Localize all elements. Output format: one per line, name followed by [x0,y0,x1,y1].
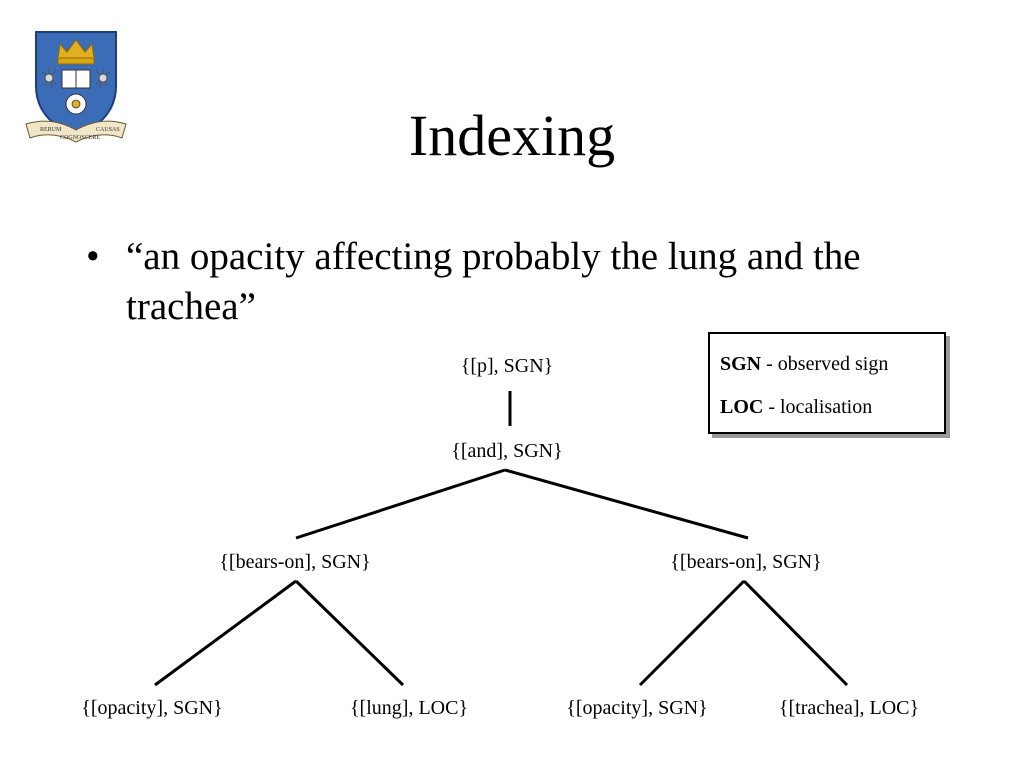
legend-desc-sgn: - observed sign [761,353,889,375]
bullet-marker: • [86,235,100,278]
wheatsheaf-icon-left [41,67,57,89]
book-icon [61,69,91,89]
wheatsheaf-icon-right [95,67,111,89]
slide-title: Indexing [408,103,616,168]
legend-row-loc: LOC - localisation [720,395,872,419]
tree-leaf-trachea: {[trachea], LOC} [778,697,920,719]
edge-and-right [504,468,749,540]
edge-right-leaf4 [742,579,849,687]
tree-node-bears-on-left: {[bears-on], SGN} [219,551,371,573]
tree-leaf-opacity-1: {[opacity], SGN} [81,697,223,719]
edge-and-left [295,468,506,540]
legend-desc-loc: - localisation [763,396,873,418]
tree-node-and: {[and], SGN} [451,440,563,462]
legend-key-loc: LOC [720,396,764,418]
rose-icon [65,93,87,115]
motto-center: COGNOSCERE [60,135,100,141]
motto-right: CAUSAS [96,127,120,133]
tree-node-root: {[p], SGN} [460,355,554,377]
legend-row-sgn: SGN - observed sign [720,352,888,376]
legend-key-sgn: SGN [720,353,762,375]
edge-left-leaf2 [294,579,405,687]
crown-icon [57,39,95,65]
tree-leaf-lung: {[lung], LOC} [349,697,469,719]
edge-right-leaf3 [638,579,746,687]
university-crest-logo: RERUM COGNOSCERE CAUSAS [25,31,127,143]
edge-left-leaf1 [154,579,297,687]
tree-leaf-opacity-2: {[opacity], SGN} [566,697,708,719]
bullet-text: “an opacity affecting probably the lung … [126,235,861,328]
tree-node-bears-on-right: {[bears-on], SGN} [670,551,822,573]
legend-box: SGN - observed sign LOC - localisation [708,332,946,434]
motto-left: RERUM [40,127,62,133]
motto-ribbon [25,120,127,143]
